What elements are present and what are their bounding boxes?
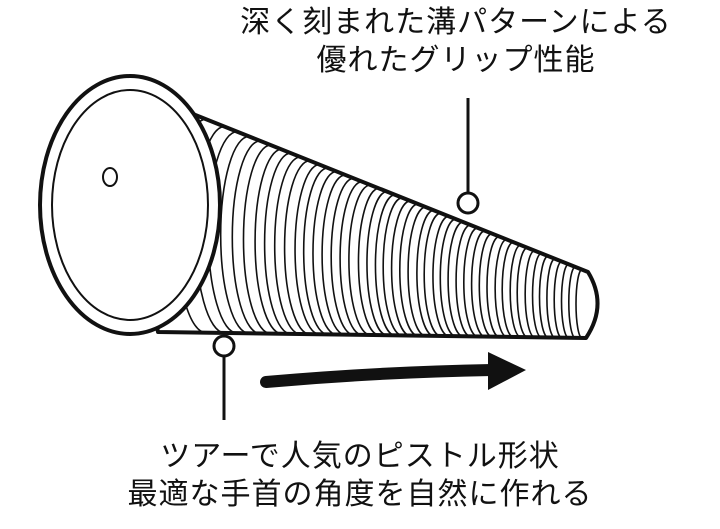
groove-line — [302, 167, 328, 336]
groove-line — [531, 252, 542, 339]
top-callout-line-2: 優れたグリップ性能 — [316, 43, 596, 78]
groove-line — [560, 263, 569, 339]
grip-body — [106, 78, 600, 340]
bottom-callout-caption: ツアーで人気のピストル形状 最適な手首の角度を自然に作れる — [40, 438, 680, 514]
groove-line — [242, 144, 271, 335]
groove-line — [509, 244, 521, 338]
groove-line — [348, 184, 371, 336]
groove-line — [399, 203, 419, 337]
groove-line — [463, 227, 478, 338]
bottom-callout-line-2: 最適な手首の角度を自然に作れる — [127, 477, 593, 512]
groove-line — [478, 232, 493, 338]
top-callout-marker — [456, 191, 480, 215]
direction-arrow-shaft — [260, 364, 498, 388]
groove-line — [321, 174, 346, 336]
groove-line — [470, 230, 486, 338]
groove-line — [374, 193, 395, 337]
groove-line — [312, 170, 337, 336]
groove-line — [524, 249, 535, 339]
top-callout-line-1: 深く刻まれた溝パターンによる — [240, 5, 672, 40]
groove-line — [432, 215, 449, 337]
groove-line — [273, 156, 301, 335]
groove-line — [494, 238, 507, 338]
bottom-callout-marker — [212, 334, 236, 358]
groove-line — [447, 221, 464, 338]
groove-line — [330, 177, 354, 336]
groove-line — [416, 209, 434, 337]
top-callout-caption: 深く刻まれた溝パターンによる 優れたグリップ性能 — [196, 4, 716, 80]
groove-line — [423, 212, 442, 337]
grip-end-cap-hole — [102, 167, 118, 187]
groove-line — [455, 224, 471, 338]
groove-line — [501, 241, 514, 338]
groove-line — [568, 266, 576, 339]
groove-line — [339, 180, 363, 336]
groove-line — [538, 255, 549, 339]
groove-line — [294, 163, 320, 336]
groove-line — [366, 190, 387, 336]
groove-line — [283, 159, 310, 335]
groove-line — [546, 258, 556, 339]
groove-line — [390, 200, 411, 337]
groove-lines — [175, 118, 583, 339]
groove-line — [382, 197, 403, 337]
grip-end-cap — [38, 74, 222, 336]
groove-line — [407, 206, 426, 337]
groove-line — [357, 187, 379, 336]
groove-line — [219, 135, 250, 335]
groove-line — [231, 140, 261, 335]
groove-line — [553, 260, 563, 339]
groove-line — [516, 247, 528, 338]
groove-line — [439, 218, 457, 337]
groove-line — [575, 268, 583, 339]
grip-end-cap-inner-rim — [51, 89, 209, 321]
direction-arrow-head — [488, 352, 526, 390]
groove-line — [486, 235, 500, 338]
groove-line — [254, 148, 282, 335]
bottom-callout-line-1: ツアーで人気のピストル形状 — [160, 439, 560, 474]
groove-line — [263, 152, 291, 335]
